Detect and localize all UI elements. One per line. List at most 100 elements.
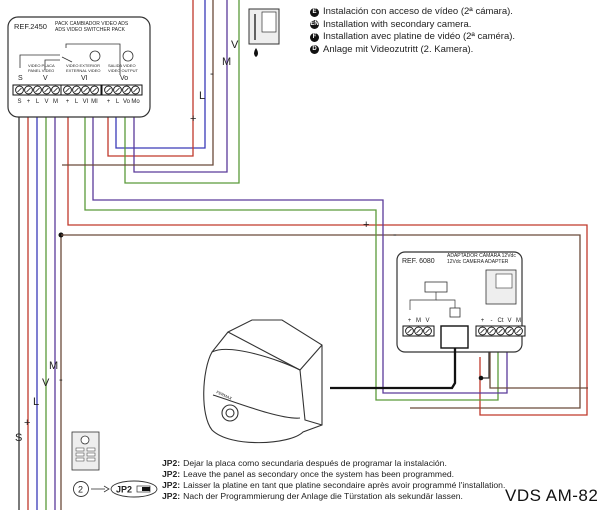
- section-letter: V: [43, 75, 48, 82]
- adapter-terminal-label: +: [481, 318, 485, 324]
- diagram-code: VDS AM-82: [505, 486, 599, 505]
- section-letter: VI: [81, 75, 88, 82]
- switcher-terminal-label: V: [44, 99, 48, 105]
- wire-out-plus: [107, 0, 194, 157]
- switcher-name-es: PACK CAMBIADOR VIDEO ADS: [55, 21, 129, 27]
- legend-row: E Instalación con acceso de vídeo (2ª cám…: [310, 6, 515, 19]
- led-icon: [89, 50, 101, 62]
- note-key: JP2:: [162, 480, 181, 490]
- switcher-box: REF.2450 PACK CAMBIADOR VIDEO ADS ADS VI…: [7, 16, 151, 118]
- note-text: Nach der Programmierung der Anlage die T…: [183, 491, 463, 501]
- language-badge-icon: D: [310, 45, 319, 55]
- wire-minus-supply: [61, 234, 581, 409]
- note-key: JP2:: [162, 469, 181, 479]
- language-badge-icon: EN: [310, 20, 319, 30]
- wire-out-m: [133, 0, 228, 173]
- adapter-terminal-label: +: [408, 318, 412, 324]
- section-caption: PANEL VIDEO: [28, 68, 54, 73]
- section-caption: SALIDA VIDEO: [108, 63, 136, 68]
- wire-label-m: M: [222, 56, 231, 68]
- section-caption: VIDEO EXTERIOR: [66, 63, 100, 68]
- wire-label-minus: -: [59, 374, 63, 386]
- adapter-name-es: ADAPTADOR CÁMARA 12Vdc: [447, 252, 516, 259]
- adapter-box: REF. 6080 ADAPTADOR CÁMARA 12Vdc 12Vdc C…: [396, 251, 526, 353]
- wire-label-m: M: [49, 360, 58, 372]
- wire-out-l: [115, 0, 206, 149]
- switcher-ref: REF.2450: [14, 22, 47, 31]
- wire-label-plus: +: [190, 113, 196, 125]
- legend-row: F Installation avec platine de vidéo (2ª …: [310, 31, 515, 44]
- switcher-terminal-label: L: [75, 99, 79, 105]
- jumper-notes: JP2:Dejar la placa como secundaria despu…: [162, 458, 505, 502]
- switcher-terminal-label: +: [107, 99, 111, 105]
- switcher-terminal-label: M: [53, 99, 58, 105]
- s-label: S: [18, 75, 23, 82]
- step-number: 2: [78, 485, 83, 495]
- adapter-terminal-label: V: [425, 318, 429, 324]
- wire-plus-supply: [67, 105, 588, 416]
- switcher-terminal-label: L: [116, 99, 120, 105]
- wire-label-supply-plus: +: [363, 219, 369, 231]
- adapter-terminal-label: -: [491, 318, 493, 324]
- switcher-terminal-label: MI: [91, 99, 98, 105]
- wire-vi: [84, 105, 499, 401]
- switcher-name-en: ADS VIDEO SWITCHER PACK: [55, 27, 126, 33]
- language-badge-icon: F: [310, 32, 319, 42]
- switcher-terminal-block: [60, 84, 102, 96]
- adapter-terminal-label: M: [416, 318, 421, 324]
- note-row: JP2:Leave the panel as secondary once th…: [162, 469, 505, 480]
- note-text: Dejar la placa como secundaria después d…: [183, 458, 447, 468]
- switcher-terminal-label: +: [66, 99, 70, 105]
- note-key: JP2:: [162, 491, 181, 501]
- section-caption: VIDEO OUTPUT: [108, 68, 139, 73]
- switcher-terminal-label: +: [27, 99, 31, 105]
- note-text: Leave the panel as secondary once the sy…: [183, 469, 455, 479]
- legend-text: Anlage mit Videozutritt (2. Kamera).: [323, 43, 474, 55]
- wire-label-s: S: [15, 432, 22, 444]
- adapter-name-en: 12Vdc CAMERA ADAPTER: [447, 259, 509, 265]
- adapter-terminal-label: Ct: [498, 318, 504, 324]
- camera-cable: [330, 348, 457, 390]
- wire-label-v: V: [42, 377, 50, 389]
- language-badge-icon: E: [310, 7, 319, 17]
- step-circle: [73, 481, 89, 497]
- adapter-terminal-label: M: [516, 318, 521, 324]
- adapter-terminal-label: V: [507, 318, 511, 324]
- wire-mi: [92, 105, 508, 394]
- wire-label-plus: +: [24, 417, 30, 429]
- legend-text: Installation with secondary camera.: [323, 18, 472, 30]
- wire-adapter-minus: [489, 335, 588, 389]
- switcher-terminal-label: Vo: [123, 99, 131, 105]
- wire-out-minus: [62, 0, 214, 166]
- note-row: JP2:Dejar la placa como secundaria despu…: [162, 458, 505, 469]
- section-letter: Vo: [120, 75, 128, 82]
- switcher-terminal-label: S: [17, 99, 21, 105]
- section-caption: VIDEO PLACA: [28, 63, 55, 68]
- legend-text: Installation avec platine de vidéo (2ª c…: [323, 31, 516, 42]
- note-text: Laisser la platine en tant que platine s…: [183, 480, 506, 490]
- switcher-terminal-label: VI: [83, 99, 89, 105]
- wire-label-minus: -: [210, 68, 214, 80]
- camera-mini-icon: [424, 281, 448, 293]
- legend-row: EN Installation with secondary camera.: [310, 19, 515, 32]
- door-panel-icon: [71, 431, 100, 471]
- note-row: JP2:Laisser la platine en tant que plati…: [162, 480, 505, 491]
- monitor-icon: [248, 8, 280, 57]
- note-key: JP2:: [162, 458, 181, 468]
- wire-label-v: V: [231, 39, 239, 51]
- legend-row: D Anlage mit Videozutritt (2. Kamera).: [310, 44, 515, 57]
- section-caption: EXTERNAL VIDEO: [66, 68, 101, 73]
- video-connector: [440, 325, 469, 349]
- led-icon: [122, 50, 134, 62]
- legend-text: Instalación con acceso de vídeo (2ª cáma…: [323, 6, 513, 17]
- jumper-callout: [110, 480, 158, 498]
- switcher-terminal-block: [101, 84, 143, 96]
- camera-icon: FERMAX: [203, 319, 323, 444]
- wire-label-supply-minus: -: [393, 229, 397, 241]
- junction-dot-adapter: [478, 375, 484, 381]
- camera-brand: FERMAX: [216, 389, 234, 401]
- wire-out-v: [124, 0, 240, 184]
- wire-label-l: L: [33, 396, 39, 408]
- switcher-terminal-label: Mo: [131, 99, 140, 105]
